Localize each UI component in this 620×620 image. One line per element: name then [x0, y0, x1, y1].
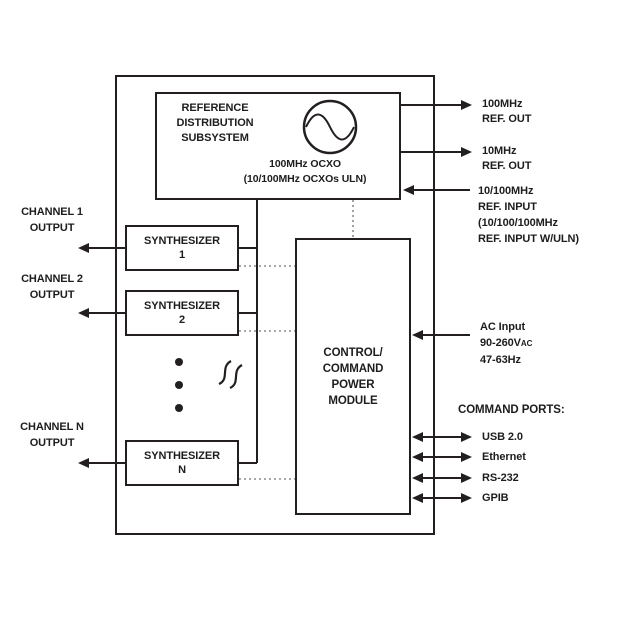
ac-voltage-sub: AC — [520, 339, 533, 348]
channel-2-line1: CHANNEL 2 — [21, 273, 83, 285]
ref-input-label: 10/100MHz REF. INPUT (10/100/100MHz REF.… — [478, 183, 618, 247]
port-label-rs232: RS-232 — [482, 472, 519, 484]
ocxo-label: 100MHz OCXO (10/100MHz OCXOs ULN) — [210, 157, 400, 187]
synthesizer-1-box: SYNTHESIZER 1 — [125, 225, 239, 271]
channel-2-line2: OUTPUT — [29, 289, 75, 301]
ac-input-line1: AC Input — [480, 321, 526, 333]
ref-out-10-line2: REF. OUT — [482, 160, 532, 172]
reference-title-line2: DISTRIBUTION — [176, 117, 254, 129]
control-box-line1: CONTROL/ — [323, 346, 383, 359]
channel-n-output-label: CHANNEL N OUTPUT — [8, 419, 96, 451]
channel-n-line1: CHANNEL N — [20, 421, 84, 433]
ref-input-line1: 10/100MHz — [478, 185, 534, 197]
channel-1-line2: OUTPUT — [29, 222, 75, 234]
ref-input-line4: REF. INPUT W/ULN) — [478, 233, 579, 245]
synthesizer-n-number: N — [178, 464, 186, 476]
synthesizer-2-box: SYNTHESIZER 2 — [125, 290, 239, 336]
ac-input-voltage: 90-260VAC — [480, 335, 532, 352]
synthesizer-n-label: SYNTHESIZER — [144, 450, 220, 462]
port-label-ethernet: Ethernet — [482, 451, 526, 463]
reference-title-line1: REFERENCE — [181, 102, 249, 114]
channel-2-output-label: CHANNEL 2 OUTPUT — [8, 271, 96, 303]
control-box-line4: MODULE — [328, 394, 378, 407]
control-box-line3: POWER — [331, 378, 375, 391]
control-box-line2: COMMAND — [322, 362, 384, 375]
synthesizer-1-number: 1 — [178, 249, 186, 261]
reference-distribution-box — [155, 92, 401, 200]
port-label-usb: USB 2.0 — [482, 431, 523, 443]
control-command-power-module-box: CONTROL/ COMMAND POWER MODULE — [295, 238, 411, 515]
command-ports-title: COMMAND PORTS: — [458, 404, 565, 416]
synthesizer-n-box: SYNTHESIZER N — [125, 440, 239, 486]
ref-out-10-line1: 10MHz — [482, 145, 517, 157]
ac-input-frequency: 47-63Hz — [480, 354, 521, 366]
ac-input-label: AC Input 90-260VAC 47-63Hz — [480, 319, 532, 368]
channel-1-line1: CHANNEL 1 — [21, 206, 83, 218]
ac-voltage-main: 90-260V — [480, 337, 521, 349]
synthesizer-2-number: 2 — [178, 314, 186, 326]
ocxo-line1: 100MHz OCXO — [269, 158, 341, 170]
synthesizer-1-label: SYNTHESIZER — [144, 235, 220, 247]
ref-out-10mhz-label: 10MHz REF. OUT — [482, 144, 531, 174]
synthesizer-2-label: SYNTHESIZER — [144, 300, 220, 312]
ref-out-100-line2: REF. OUT — [482, 113, 532, 125]
ref-out-100mhz-label: 100MHz REF. OUT — [482, 97, 531, 127]
ref-input-line3: (10/100/100MHz — [478, 217, 558, 229]
channel-n-line2: OUTPUT — [29, 437, 75, 449]
reference-box-title: REFERENCE DISTRIBUTION SUBSYSTEM — [157, 101, 273, 146]
reference-title-line3: SUBSYSTEM — [181, 132, 249, 144]
ref-out-100-line1: 100MHz — [482, 98, 523, 110]
ocxo-line2: (10/100MHz OCXOs ULN) — [243, 173, 367, 185]
ref-input-line2: REF. INPUT — [478, 201, 537, 213]
port-label-gpib: GPIB — [482, 492, 509, 504]
channel-1-output-label: CHANNEL 1 OUTPUT — [8, 204, 96, 236]
